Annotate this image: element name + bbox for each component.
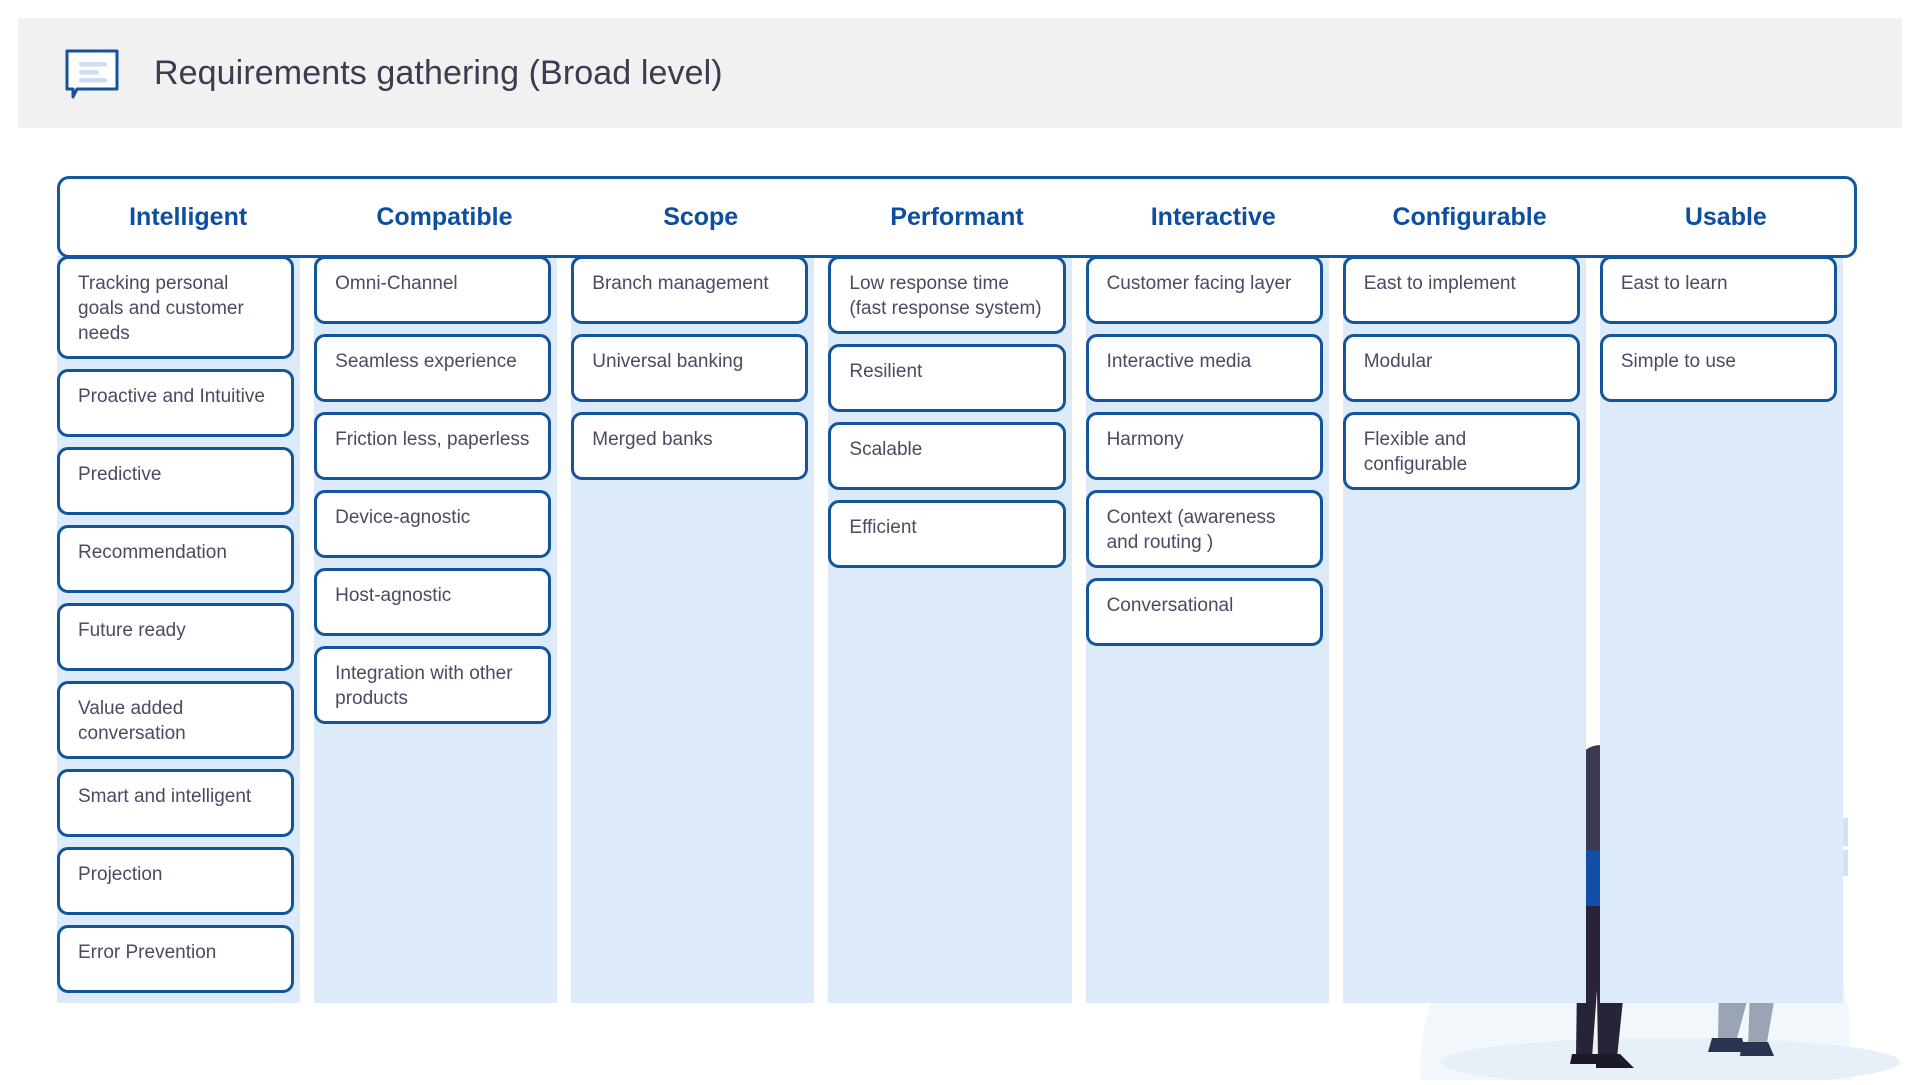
card[interactable]: Context (awareness and routing ): [1085, 490, 1323, 569]
card[interactable]: Tracking personal goals and customer nee…: [57, 256, 295, 360]
column-header-usable[interactable]: Usable: [1684, 202, 1767, 231]
page-header-band: Requirements gathering (Broad level): [18, 18, 1902, 128]
note-speech-bubble-icon: [64, 47, 120, 99]
card[interactable]: Modular: [1342, 334, 1580, 402]
board-column-usable: East to learn Simple to use: [1599, 256, 1857, 1004]
page-title: Requirements gathering (Broad level): [154, 53, 723, 92]
card[interactable]: Simple to use: [1599, 334, 1837, 402]
board-column-performant: Low response time (fast response system)…: [828, 256, 1085, 1004]
board-columns: Tracking personal goals and customer nee…: [57, 256, 1857, 1004]
requirements-board: Intelligent Compatible Scope Performant …: [57, 176, 1857, 1004]
card[interactable]: Interactive media: [1085, 334, 1323, 402]
board-column-configurable: East to implement Modular Flexible and c…: [1342, 256, 1600, 1004]
card[interactable]: Value added conversation: [57, 681, 295, 760]
card[interactable]: Friction less, paperless: [314, 412, 552, 480]
card[interactable]: Resilient: [828, 344, 1066, 413]
column-header-interactive[interactable]: Interactive: [1150, 202, 1276, 231]
card[interactable]: Integration with other products: [314, 646, 552, 725]
board-column-compatible: Omni-Channel Seamless experience Frictio…: [314, 256, 571, 1004]
card[interactable]: Future ready: [57, 603, 295, 672]
card[interactable]: Harmony: [1085, 412, 1323, 480]
card[interactable]: Smart and intelligent: [57, 769, 295, 838]
column-header-configurable[interactable]: Configurable: [1392, 202, 1547, 231]
card[interactable]: Seamless experience: [314, 334, 552, 402]
column-header-intelligent[interactable]: Intelligent: [129, 202, 248, 231]
card[interactable]: Branch management: [571, 256, 809, 324]
card[interactable]: Low response time (fast response system): [828, 256, 1066, 335]
card[interactable]: Universal banking: [571, 334, 809, 402]
column-header-performant[interactable]: Performant: [890, 202, 1024, 231]
card[interactable]: Predictive: [57, 447, 295, 516]
card[interactable]: Recommendation: [57, 525, 295, 594]
board-column-interactive: Customer facing layer Interactive media …: [1085, 256, 1343, 1004]
card[interactable]: Error Prevention: [57, 925, 295, 994]
column-header-scope[interactable]: Scope: [663, 202, 739, 231]
card[interactable]: East to learn: [1599, 256, 1837, 324]
column-header-compatible[interactable]: Compatible: [376, 202, 513, 231]
board-column-scope: Branch management Universal banking Merg…: [571, 256, 828, 1004]
card[interactable]: Flexible and configurable: [1342, 412, 1580, 491]
card[interactable]: East to implement: [1342, 256, 1580, 324]
card[interactable]: Merged banks: [571, 412, 809, 480]
card[interactable]: Proactive and Intuitive: [57, 369, 295, 438]
card[interactable]: Projection: [57, 847, 295, 916]
column-header-row: Intelligent Compatible Scope Performant …: [57, 176, 1857, 258]
card[interactable]: Device-agnostic: [314, 490, 552, 558]
card[interactable]: Scalable: [828, 422, 1066, 491]
card[interactable]: Efficient: [828, 500, 1066, 569]
card[interactable]: Conversational: [1085, 578, 1323, 647]
card[interactable]: Omni-Channel: [314, 256, 552, 324]
card[interactable]: Customer facing layer: [1085, 256, 1323, 324]
card[interactable]: Host-agnostic: [314, 568, 552, 636]
board-column-intelligent: Tracking personal goals and customer nee…: [57, 256, 314, 1004]
